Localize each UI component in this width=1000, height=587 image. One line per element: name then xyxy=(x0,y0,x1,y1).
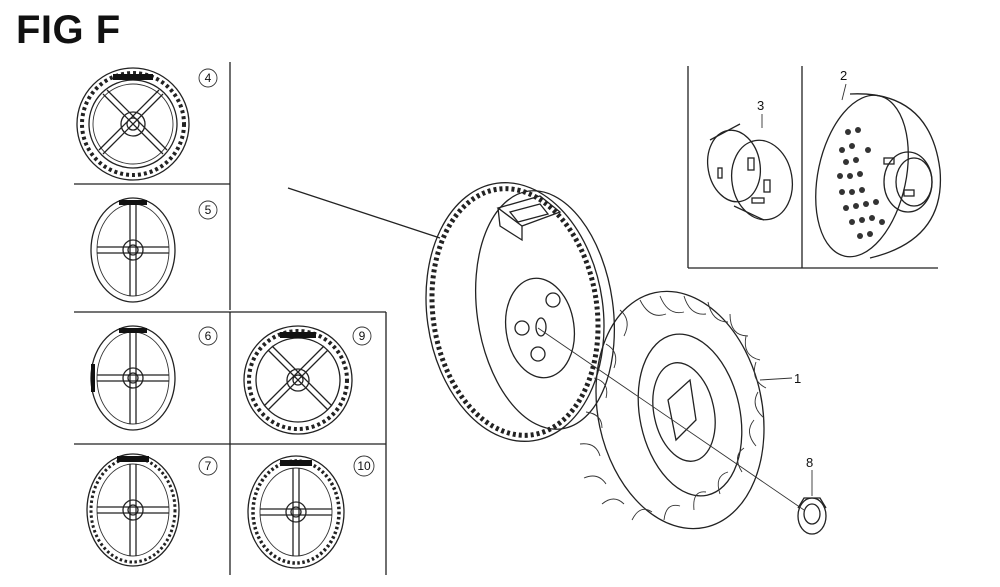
variant-pointer-line xyxy=(287,187,441,239)
variant-5-label: 5 xyxy=(198,200,218,220)
variant-10-ref: 10 xyxy=(357,459,371,473)
variant-6-flywheel xyxy=(90,325,176,431)
variant-7-ref: 7 xyxy=(205,459,212,473)
cooling-fan xyxy=(579,290,767,530)
leader-lines xyxy=(537,327,813,511)
variant-6-ref: 6 xyxy=(205,329,212,343)
variant-5-flywheel xyxy=(90,197,176,303)
variant-10-label: 10 xyxy=(353,455,375,477)
main-flywheel xyxy=(425,182,616,442)
starter-pulley xyxy=(706,123,793,221)
variant-6-label: 6 xyxy=(198,326,218,346)
variant-9-flywheel xyxy=(243,325,353,435)
variant-4-ref: 4 xyxy=(205,71,212,85)
leader-2 xyxy=(841,83,847,101)
inset-box xyxy=(687,66,938,269)
variant-grid-lines xyxy=(74,62,387,575)
callout-3: 3 xyxy=(757,98,764,113)
callout-8: 8 xyxy=(806,455,813,470)
variant-9-ref: 9 xyxy=(359,329,366,343)
variant-4-label: 4 xyxy=(198,68,218,88)
variant-10-flywheel xyxy=(247,455,345,569)
variant-4-flywheel xyxy=(76,67,190,181)
callout-2: 2 xyxy=(840,68,847,83)
figure-title: FIG F xyxy=(16,8,121,52)
variant-9-label: 9 xyxy=(352,326,372,346)
callout-1: 1 xyxy=(794,371,801,386)
flywheel-nut xyxy=(797,497,827,535)
variant-7-flywheel xyxy=(86,453,180,567)
flywheel-screen xyxy=(815,93,942,259)
variant-5-ref: 5 xyxy=(205,203,212,217)
variant-7-label: 7 xyxy=(198,456,218,476)
